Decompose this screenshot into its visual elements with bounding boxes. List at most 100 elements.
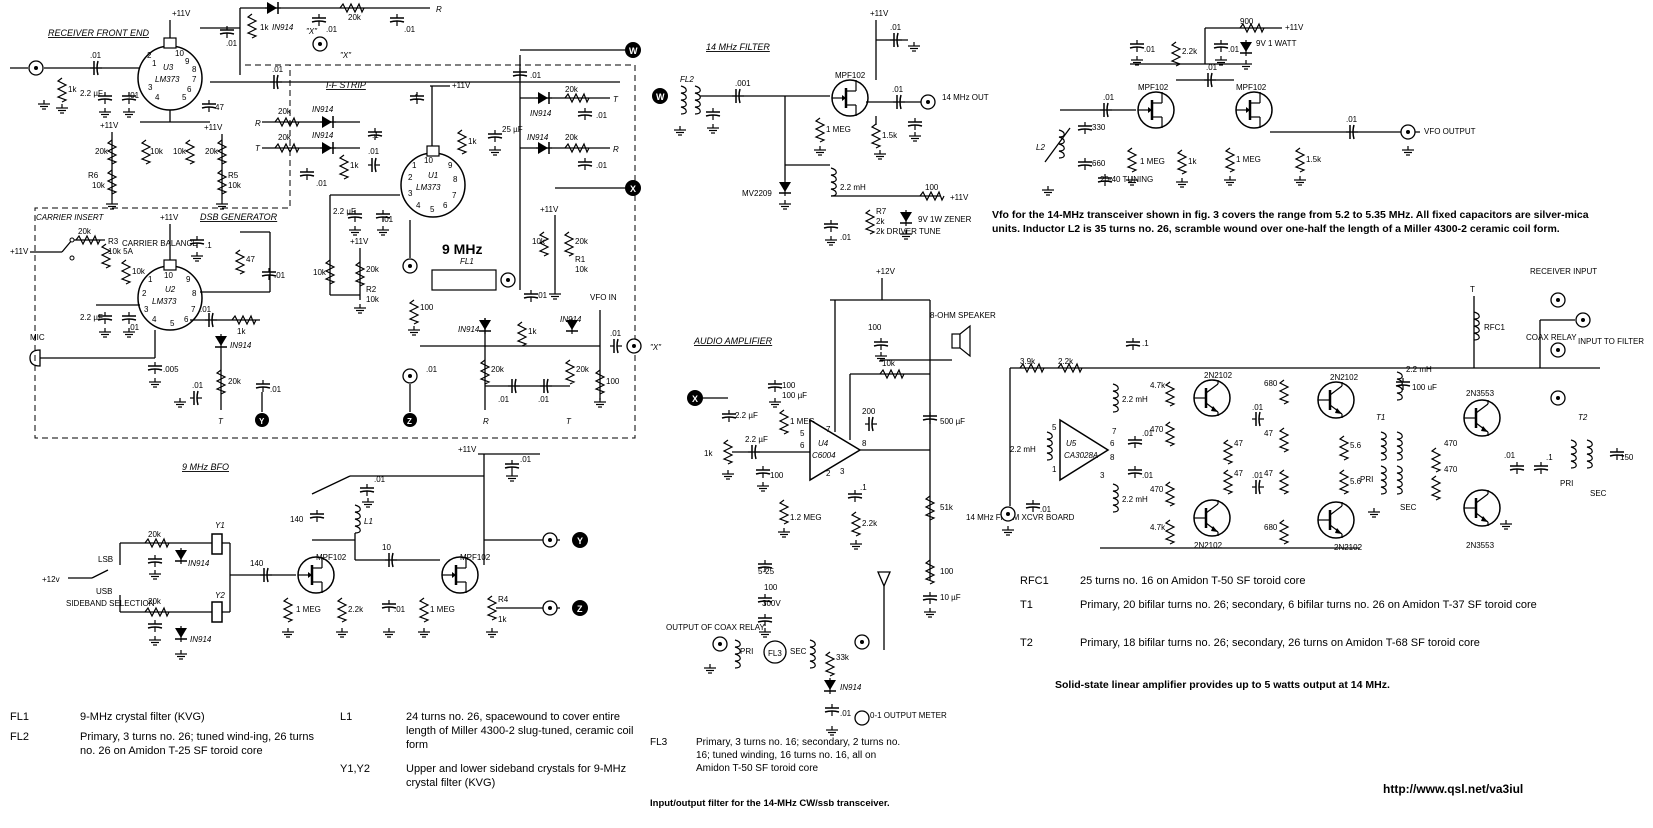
svg-text:.01: .01 <box>404 25 416 34</box>
svg-text:R: R <box>436 5 442 14</box>
svg-text:IN914: IN914 <box>272 23 294 32</box>
svg-text:T: T <box>255 144 261 153</box>
svg-text:3: 3 <box>1100 471 1105 480</box>
svg-text:IN914: IN914 <box>458 325 480 334</box>
svg-text:47: 47 <box>246 255 255 264</box>
svg-text:2.2 mH: 2.2 mH <box>1122 395 1148 404</box>
svg-text:47: 47 <box>215 103 224 112</box>
svg-text:CA3028A: CA3028A <box>1064 451 1098 460</box>
svg-text:1.5k: 1.5k <box>882 131 898 140</box>
svg-text:L1: L1 <box>364 517 373 526</box>
svg-text:100: 100 <box>770 471 784 480</box>
svg-text:3: 3 <box>408 189 413 198</box>
svg-text:.01: .01 <box>374 475 386 484</box>
svg-text:4: 4 <box>416 201 421 210</box>
svg-text:.01: .01 <box>1346 115 1358 124</box>
svg-text:300V: 300V <box>762 599 781 608</box>
svg-text:.01: .01 <box>840 709 852 718</box>
svg-text:.01: .01 <box>1103 93 1115 102</box>
svg-text:FL1: FL1 <box>460 257 474 266</box>
svg-text:2.2 µF: 2.2 µF <box>735 411 758 420</box>
svg-text:10k: 10k <box>132 267 146 276</box>
svg-text:8: 8 <box>192 289 197 298</box>
svg-text:Z: Z <box>577 604 583 614</box>
svg-text:2.2k: 2.2k <box>348 605 364 614</box>
section-audio-amplifier: AUDIO AMPLIFIER <box>693 336 773 346</box>
svg-text:.01: .01 <box>274 271 286 280</box>
note-fl3: FL3 Primary, 3 turns no. 16; secondary, … <box>650 737 901 774</box>
svg-text:IN914: IN914 <box>840 683 862 692</box>
svg-text:MV2209: MV2209 <box>742 189 772 198</box>
svg-text:5-25: 5-25 <box>758 567 775 576</box>
svg-text:2: 2 <box>826 469 831 478</box>
svg-text:R3: R3 <box>108 237 119 246</box>
svg-text:2.2 mH: 2.2 mH <box>1122 495 1148 504</box>
note-y1y2: Y1,Y2 Upper and lower sideband crystals … <box>340 763 627 789</box>
svg-text:Y: Y <box>577 536 583 546</box>
svg-text:FL2: FL2 <box>680 75 694 84</box>
svg-text:PRI: PRI <box>1360 475 1373 484</box>
svg-text:1k: 1k <box>498 615 507 624</box>
svg-text:L2: L2 <box>1036 143 1045 152</box>
svg-text:10k: 10k <box>882 359 896 368</box>
svg-text:9: 9 <box>186 275 191 284</box>
svg-text:1: 1 <box>412 161 417 170</box>
svg-text:.01: .01 <box>1206 63 1218 72</box>
svg-text:+11V: +11V <box>10 247 29 256</box>
svg-text:.01: .01 <box>128 91 140 100</box>
svg-text:100: 100 <box>782 381 796 390</box>
svg-text:500 µF: 500 µF <box>940 417 965 426</box>
svg-text:20k: 20k <box>278 133 292 142</box>
svg-text:.01: .01 <box>538 395 550 404</box>
svg-text:10k: 10k <box>173 147 187 156</box>
svg-text:.01: .01 <box>1144 45 1156 54</box>
svg-text:9V 1W ZENER: 9V 1W ZENER <box>918 215 972 224</box>
svg-text:680: 680 <box>1264 379 1278 388</box>
svg-text:1k: 1k <box>1188 157 1197 166</box>
svg-text:MPF102: MPF102 <box>835 71 866 80</box>
svg-text:2.2k: 2.2k <box>862 519 878 528</box>
svg-text:470: 470 <box>1150 425 1164 434</box>
svg-text:2: 2 <box>408 173 413 182</box>
svg-text:.01: .01 <box>1252 471 1264 480</box>
svg-text:7: 7 <box>1112 427 1117 436</box>
svg-text:R2: R2 <box>366 285 377 294</box>
svg-text:140: 140 <box>290 515 304 524</box>
svg-text:470: 470 <box>1444 465 1458 474</box>
svg-text:.1: .1 <box>1546 453 1553 462</box>
connector-w <box>625 42 641 58</box>
note-fl2: FL2 Primary, 3 turns no. 26; tuned wind-… <box>10 731 314 757</box>
svg-text:2N3553: 2N3553 <box>1466 389 1495 398</box>
svg-text:.01: .01 <box>520 455 532 464</box>
svg-text:IN914: IN914 <box>190 635 212 644</box>
connector-x <box>625 180 641 196</box>
svg-text:MPF102: MPF102 <box>1138 83 1169 92</box>
svg-text:.01: .01 <box>596 111 608 120</box>
section-receiver-front-end: RECEIVER FRONT END <box>48 28 150 38</box>
svg-text:4: 4 <box>152 315 157 324</box>
svg-text:3: 3 <box>148 83 153 92</box>
svg-text:+11V: +11V <box>172 9 191 18</box>
svg-text:+12v: +12v <box>42 575 60 584</box>
svg-text:C6004: C6004 <box>812 451 836 460</box>
svg-text:680: 680 <box>1264 523 1278 532</box>
svg-text:.005: .005 <box>163 365 179 374</box>
svg-text:.01: .01 <box>90 51 102 60</box>
svg-text:2.2 mH: 2.2 mH <box>1406 365 1432 374</box>
svg-text:14 MHz OUT: 14 MHz OUT <box>942 93 989 102</box>
connector-x-audio <box>687 390 703 406</box>
svg-text:T: T <box>218 417 224 426</box>
svg-text:IN914: IN914 <box>312 131 334 140</box>
svg-text:2.2k: 2.2k <box>1182 47 1198 56</box>
svg-text:.01: .01 <box>200 305 212 314</box>
svg-text:R4: R4 <box>498 595 509 604</box>
svg-text:T: T <box>566 417 572 426</box>
svg-text:.01: .01 <box>382 215 394 224</box>
note-fl1: FL1 9-MHz crystal filter (KVG) <box>10 711 205 723</box>
svg-text:MPF102: MPF102 <box>460 553 491 562</box>
svg-text:2.2 µF: 2.2 µF <box>80 313 103 322</box>
svg-text:25 µF: 25 µF <box>502 125 523 134</box>
svg-text:RFC1: RFC1 <box>1484 323 1505 332</box>
svg-text:10k: 10k <box>92 181 106 190</box>
svg-text:1: 1 <box>152 59 157 68</box>
